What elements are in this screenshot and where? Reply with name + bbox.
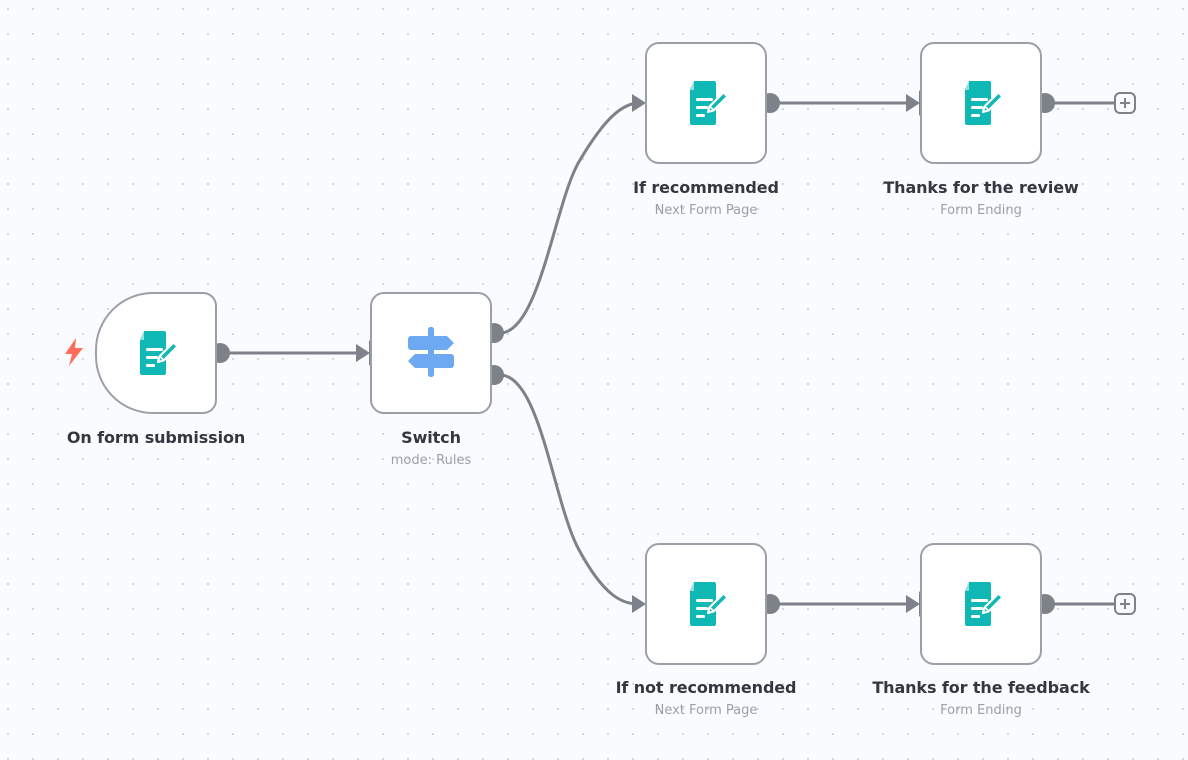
edge-switch-to-if-not-recommended <box>499 373 639 606</box>
caption-thanks-for-the-review: Thanks for the review Form Ending <box>811 178 1151 219</box>
form-document-pencil-icon <box>960 81 1004 125</box>
node-switch[interactable] <box>370 292 492 414</box>
node-subtitle: Next Form Page <box>654 703 758 718</box>
add-node-button-top[interactable] <box>1114 92 1136 114</box>
node-if-not-recommended[interactable] <box>645 543 767 665</box>
node-subtitle: Next Form Page <box>654 203 758 218</box>
form-document-pencil-icon <box>685 582 729 626</box>
node-title: If not recommended <box>615 678 797 697</box>
form-document-pencil-icon <box>685 81 729 125</box>
add-node-button-bottom[interactable] <box>1114 593 1136 615</box>
node-thanks-for-the-review[interactable] <box>920 42 1042 164</box>
caption-thanks-for-the-feedback: Thanks for the feedback Form Ending <box>811 678 1151 719</box>
node-title: On form submission <box>66 428 246 447</box>
caption-if-not-recommended: If not recommended Next Form Page <box>536 678 876 719</box>
edge-switch-to-if-recommended <box>499 101 639 335</box>
caption-on-form-submission: On form submission <box>0 428 326 447</box>
node-subtitle: Form Ending <box>940 203 1022 218</box>
node-subtitle: Form Ending <box>940 703 1022 718</box>
node-thanks-for-the-feedback[interactable] <box>920 543 1042 665</box>
node-title: If recommended <box>633 178 779 197</box>
caption-if-recommended: If recommended Next Form Page <box>536 178 876 219</box>
node-on-form-submission[interactable] <box>95 292 217 414</box>
node-if-recommended[interactable] <box>645 42 767 164</box>
node-title: Thanks for the review <box>883 178 1079 197</box>
node-title: Switch <box>401 428 461 447</box>
signpost-icon <box>408 327 454 377</box>
node-title: Thanks for the feedback <box>872 678 1090 697</box>
trigger-lightning-icon <box>64 338 84 366</box>
form-document-pencil-icon <box>960 582 1004 626</box>
node-subtitle: mode: Rules <box>390 453 472 468</box>
form-document-pencil-icon <box>135 331 179 375</box>
caption-switch: Switch mode: Rules <box>261 428 601 469</box>
